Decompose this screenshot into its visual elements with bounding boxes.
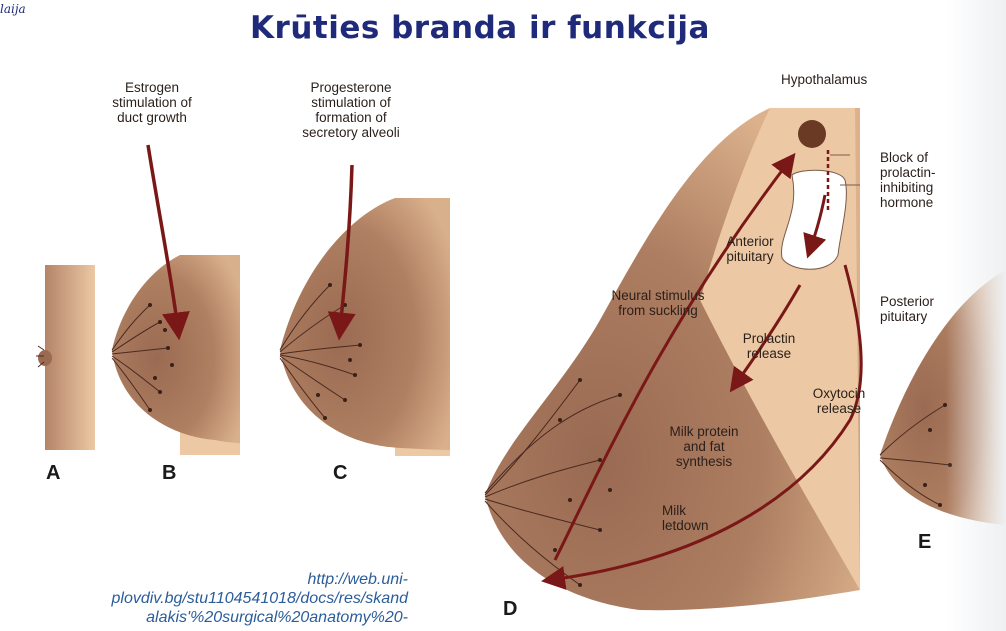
logo: laija — [0, 2, 26, 16]
panel-label-b: B — [162, 462, 177, 484]
label-progesterone: Progesterone stimulation of formation of… — [302, 80, 400, 140]
right-edge-shade — [946, 0, 1006, 631]
label-neural-stimulus: Neural stimulus from suckling — [611, 288, 705, 318]
label-milk-letdown: Milk letdown — [662, 503, 709, 533]
estrogen-arrow — [146, 144, 190, 341]
label-prolactin-release: Prolactin release — [742, 331, 796, 361]
panel-label-e: E — [918, 531, 932, 553]
label-block-prolactin: Block of prolactin- inhibiting hormone — [880, 150, 936, 210]
panel-b-figure — [111, 255, 240, 455]
page-title: Krūties branda ir funkcija — [250, 10, 710, 46]
panel-d-figure — [484, 108, 863, 611]
label-posterior-pituitary: Posterior pituitary — [880, 294, 935, 324]
label-estrogen: Estrogen stimulation of duct growth — [112, 80, 192, 125]
label-anterior-pituitary: Anterior pituitary — [726, 234, 774, 264]
panel-a-figure — [36, 265, 95, 450]
panel-label-d: D — [503, 598, 518, 620]
progesterone-arrow — [327, 164, 356, 341]
label-hypothalamus: Hypothalamus — [781, 72, 868, 87]
source-link[interactable]: http://web.uni- plovdiv.bg/stu1104541018… — [111, 571, 409, 626]
label-oxytocin-release: Oxytocin release — [812, 386, 866, 416]
panel-label-a: A — [46, 462, 61, 484]
panel-c-figure — [279, 198, 450, 456]
label-milk-protein: Milk protein and fat synthesis — [669, 424, 739, 469]
panel-label-c: C — [333, 462, 348, 484]
